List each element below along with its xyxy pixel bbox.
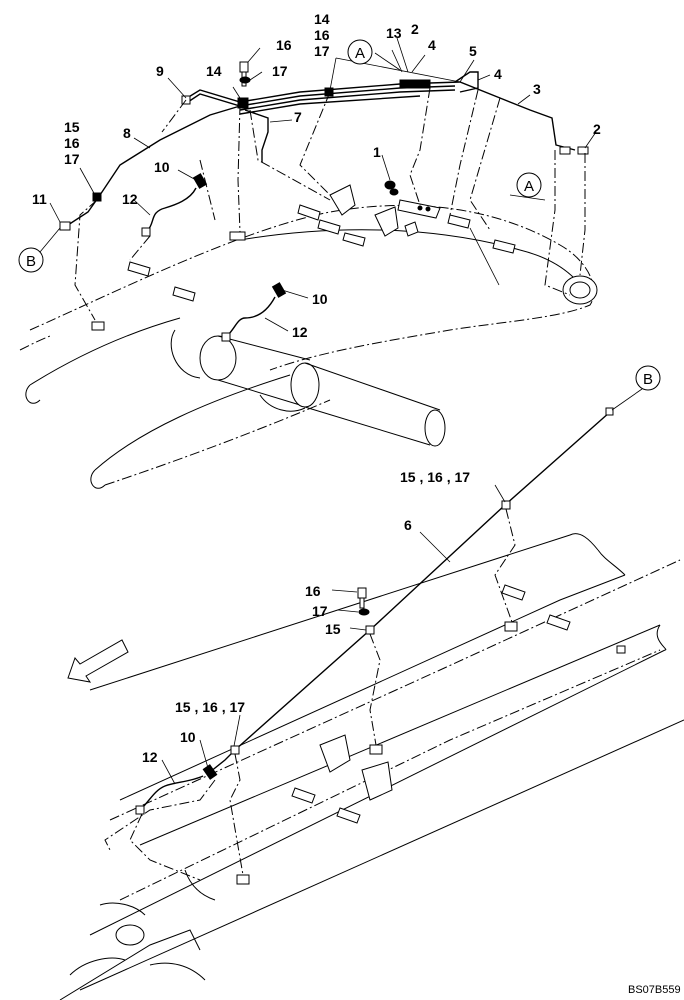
- callout-16-stack: 16: [314, 27, 330, 43]
- callout-16-left: 16: [64, 135, 80, 151]
- callout-15-left: 15: [64, 119, 80, 135]
- bolt-and-nut-top: [239, 61, 251, 87]
- svg-text:A: A: [355, 45, 365, 62]
- drawing-code: BS07B559: [628, 984, 681, 996]
- callout-14-stack: 14: [314, 11, 330, 27]
- callout-17-lower: 17: [312, 603, 328, 619]
- callout-17-left: 17: [64, 151, 80, 167]
- connector-a-top: A: [347, 39, 373, 65]
- svg-text:B: B: [643, 371, 653, 388]
- hose-left: [141, 173, 208, 237]
- callout-17-stack: 17: [314, 43, 330, 59]
- upper-pipe-bundle: [59, 71, 589, 231]
- callout-14-top: 14: [206, 63, 222, 79]
- upper-label-leaders: [49, 37, 597, 332]
- callout-5: 5: [469, 43, 477, 59]
- lower-leader-lines: [104, 508, 516, 881]
- callout-17-top: 17: [272, 63, 288, 79]
- arm-brackets: [236, 584, 626, 885]
- callout-3: 3: [533, 81, 541, 97]
- callout-2-right: 2: [593, 121, 601, 137]
- callout-7: 7: [294, 109, 302, 125]
- callout-6: 6: [404, 517, 412, 533]
- callout-8: 8: [123, 125, 131, 141]
- upper-leader-lines: [74, 87, 586, 321]
- boom-nose-pin: [562, 275, 598, 305]
- callout-16-lower: 16: [305, 583, 321, 599]
- arm-cylinder: [59, 869, 216, 1000]
- upper-boom-outline: [19, 204, 595, 489]
- callout-15-16-17-lower-left: 15 , 16 , 17: [175, 699, 245, 715]
- svg-text:A: A: [524, 178, 534, 195]
- callout-labels: 16 17 14 9 14 16 17 13 2 4 5 4 3 2 7 1 1…: [32, 11, 601, 765]
- callout-10-left: 10: [154, 159, 170, 175]
- svg-text:B: B: [26, 253, 36, 270]
- fitting-1: [384, 180, 441, 219]
- connector-b-lower: B: [635, 365, 661, 391]
- direction-arrow-icon: [67, 639, 129, 683]
- callout-10-mid: 10: [312, 291, 328, 307]
- bolt-and-nut-lower: [357, 587, 370, 616]
- callout-15-lower: 15: [325, 621, 341, 637]
- callout-13: 13: [386, 25, 402, 41]
- callout-12-left: 12: [122, 191, 138, 207]
- callout-12-mid: 12: [292, 324, 308, 340]
- callout-15-16-17-lower-right: 15 , 16 , 17: [400, 469, 470, 485]
- callout-1: 1: [373, 144, 381, 160]
- upper-boom-brackets: [91, 184, 516, 331]
- hose-middle: [221, 282, 287, 342]
- callout-11: 11: [32, 191, 47, 207]
- callout-4-mid: 4: [494, 66, 502, 82]
- callout-10-lower: 10: [180, 729, 196, 745]
- callout-2-top: 2: [411, 21, 419, 37]
- callout-16-top: 16: [276, 37, 292, 53]
- connector-a-right: A: [516, 172, 542, 198]
- lower-label-leaders: [161, 484, 506, 785]
- lower-pipe-6: [135, 407, 614, 815]
- connector-b-left: B: [18, 247, 44, 273]
- callout-12-lower: 12: [142, 749, 158, 765]
- boom-cylinder: [170, 329, 446, 447]
- callout-4-top: 4: [428, 37, 436, 53]
- callout-9: 9: [156, 63, 164, 79]
- arm-outline: [79, 533, 684, 991]
